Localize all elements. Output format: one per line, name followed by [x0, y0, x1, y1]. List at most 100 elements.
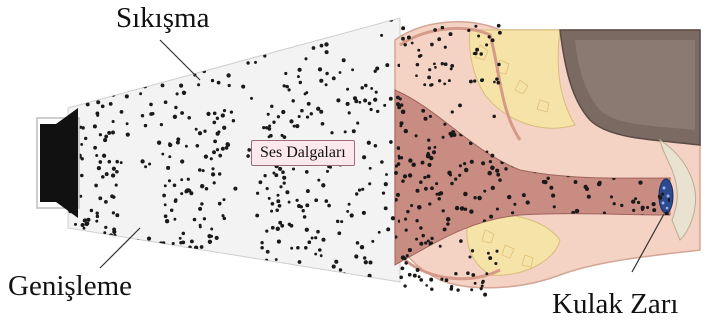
air-particle — [277, 194, 280, 197]
air-particle — [187, 178, 190, 181]
ear-particle — [419, 278, 423, 282]
air-particle — [140, 256, 144, 260]
air-particle — [348, 203, 351, 206]
air-particle — [159, 52, 163, 56]
air-particle — [147, 251, 151, 255]
air-particle — [97, 29, 100, 32]
air-particle — [96, 100, 100, 104]
air-particle — [315, 30, 319, 34]
air-particle — [91, 50, 95, 54]
air-particle — [82, 88, 86, 92]
air-particle — [368, 182, 371, 185]
air-particle — [281, 110, 285, 114]
air-particle — [297, 68, 301, 72]
air-particle — [266, 187, 269, 190]
ear-particle — [474, 25, 477, 28]
canal-particle — [587, 195, 591, 199]
air-particle — [204, 155, 208, 159]
air-particle — [81, 126, 85, 129]
canal-particle — [403, 174, 407, 178]
air-particle — [245, 46, 248, 49]
air-particle — [107, 64, 110, 67]
canal-particle — [448, 132, 452, 136]
air-particle — [211, 167, 214, 170]
canal-particle — [646, 206, 649, 209]
air-particle — [197, 57, 201, 61]
air-particle — [374, 144, 378, 148]
air-particle — [360, 245, 364, 249]
canal-particle — [496, 207, 499, 210]
air-particle — [112, 120, 115, 123]
ear-particle — [485, 272, 488, 275]
ear-particle — [450, 67, 453, 70]
air-particle — [195, 128, 198, 131]
air-particle — [94, 59, 98, 63]
ear-particle — [403, 257, 406, 260]
canal-particle — [446, 222, 450, 226]
air-particle — [384, 206, 388, 210]
canal-particle — [406, 254, 409, 257]
air-particle — [371, 240, 374, 243]
air-particle — [218, 172, 221, 175]
ear-particle — [444, 62, 448, 66]
canal-particle — [424, 117, 428, 121]
air-particle — [340, 220, 343, 223]
ear-particle — [435, 193, 438, 196]
air-particle — [297, 21, 301, 25]
canal-particle — [439, 191, 443, 195]
air-particle — [362, 155, 366, 159]
air-particle — [290, 247, 293, 250]
ear-particle — [481, 78, 484, 81]
canal-particle — [404, 218, 407, 221]
air-particle — [85, 29, 89, 33]
canal-particle — [613, 202, 616, 205]
air-particle — [238, 24, 242, 28]
air-particle — [157, 141, 161, 145]
air-particle — [154, 244, 158, 248]
ear-particle — [485, 43, 488, 46]
air-particle — [336, 220, 339, 223]
air-particle — [142, 266, 145, 269]
canal-particle — [638, 180, 642, 184]
air-particle — [201, 270, 205, 274]
ear-particle — [474, 282, 477, 285]
ear-particle — [443, 83, 446, 86]
air-particle — [93, 88, 97, 92]
canal-particle — [442, 209, 445, 212]
air-particle — [275, 208, 279, 212]
air-particle — [123, 255, 126, 258]
canal-particle — [427, 240, 430, 243]
air-particle — [92, 56, 96, 60]
ear-particle — [437, 37, 441, 41]
ear-particle — [487, 252, 490, 255]
air-particle — [303, 215, 307, 219]
canal-particle — [553, 205, 556, 208]
canal-particle — [477, 196, 482, 201]
canal-particle — [632, 209, 635, 212]
ear-particle — [492, 115, 495, 118]
air-particle — [307, 102, 311, 106]
canal-particle — [452, 133, 456, 137]
air-particle — [298, 260, 302, 264]
air-particle — [318, 67, 322, 71]
ear-particle — [497, 81, 501, 85]
air-particle — [155, 54, 159, 58]
air-particle — [267, 42, 271, 46]
air-particle — [270, 105, 273, 108]
canal-particle — [547, 177, 550, 180]
air-particle — [179, 237, 182, 240]
air-particle — [337, 283, 340, 286]
air-particle — [260, 246, 264, 250]
ear-particle — [399, 276, 403, 280]
air-particle — [268, 124, 271, 127]
air-particle — [281, 170, 285, 174]
air-particle — [80, 174, 84, 178]
air-particle — [305, 170, 309, 174]
air-particle — [81, 76, 85, 80]
air-particle — [346, 210, 349, 213]
canal-particle — [464, 208, 467, 211]
air-particle — [344, 130, 347, 133]
ear-particle — [495, 77, 499, 81]
canal-particle — [427, 163, 431, 167]
canal-particle — [620, 204, 623, 207]
